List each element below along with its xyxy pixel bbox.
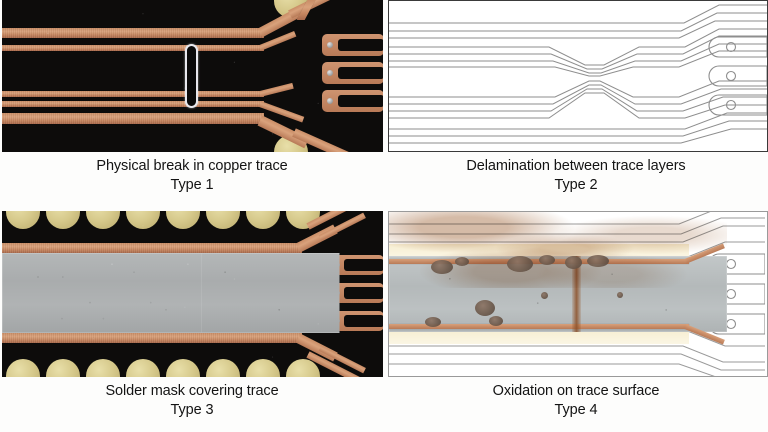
gold-pad <box>285 359 320 377</box>
gold-pad <box>165 211 200 229</box>
substrate-band <box>388 244 689 258</box>
panel-3-image <box>1 211 383 377</box>
oxide-blob <box>586 255 609 267</box>
pcb-photo-solder-mask <box>1 211 383 377</box>
oxide-blob <box>424 317 441 327</box>
delamination-svg <box>388 4 767 144</box>
oxidized-trace-region <box>388 256 727 332</box>
copper-trace <box>1 333 302 343</box>
panel-2-caption: Delamination between trace layers Type 2 <box>384 152 768 195</box>
copper-trace <box>1 101 264 107</box>
solder-mask-region-step <box>1 253 202 333</box>
oxide-blob <box>454 257 469 266</box>
gold-pad <box>125 211 160 229</box>
gold-pad <box>245 211 280 229</box>
panel-4-caption: Oxidation on trace surface Type 4 <box>384 377 768 420</box>
oxide-blob <box>506 256 533 272</box>
substrate-band <box>388 330 689 344</box>
panel-1-caption: Physical break in copper trace Type 1 <box>0 152 384 195</box>
copper-trace-diagonal <box>258 82 294 97</box>
copper-trace <box>388 324 689 329</box>
panel-delamination: Delamination between trace layers Type 2 <box>384 0 768 211</box>
gold-pad <box>5 211 40 229</box>
copper-trace <box>1 45 264 51</box>
connector-slot <box>343 259 383 271</box>
via-hole <box>326 98 333 104</box>
connector-slot <box>343 315 383 327</box>
gold-pad <box>165 359 200 377</box>
gold-pad <box>205 211 240 229</box>
copper-trace <box>1 91 264 97</box>
panel-2-caption-text: Delamination between trace layers <box>466 158 686 174</box>
panel-2-image <box>387 0 768 152</box>
oxide-blob <box>474 300 495 316</box>
connector-slot <box>337 95 383 107</box>
pcb-lineart-drawing <box>388 1 767 151</box>
pcb-oxidation-drawing <box>388 212 767 376</box>
oxide-blob <box>616 292 623 298</box>
gold-pad <box>5 359 40 377</box>
gold-pad <box>205 359 240 377</box>
oxide-blob <box>488 316 503 326</box>
gold-pad <box>85 359 120 377</box>
oxide-blob <box>540 292 548 299</box>
gold-pad <box>245 359 280 377</box>
panel-1-caption-text: Physical break in copper trace <box>96 158 288 174</box>
connector-slot <box>343 287 383 299</box>
connector-slot <box>337 67 383 79</box>
panel-solder-mask: Solder mask covering trace Type 3 <box>0 211 384 432</box>
panel-3-caption: Solder mask covering trace Type 3 <box>0 377 384 420</box>
via-hole <box>326 70 333 76</box>
panel-oxidation: Oxidation on trace surface Type 4 <box>384 211 768 432</box>
gold-pad <box>45 211 80 229</box>
copper-trace <box>1 113 264 124</box>
panel-4-caption-text: Oxidation on trace surface <box>492 383 660 399</box>
panel-4-type-label: Type 4 <box>554 402 598 418</box>
gold-pad <box>85 211 120 229</box>
gold-pad <box>125 359 160 377</box>
panel-4-image <box>387 211 768 377</box>
oxidation-seam <box>571 256 581 332</box>
gold-pad <box>45 359 80 377</box>
oxide-blob <box>430 260 453 274</box>
panel-physical-break: Physical break in copper trace Type 1 <box>0 0 384 211</box>
oxide-blob <box>538 255 555 265</box>
via-hole <box>326 42 333 48</box>
panel-2-type-label: Type 2 <box>554 177 598 193</box>
panel-3-type-label: Type 3 <box>170 402 214 418</box>
oxide-blob <box>564 256 582 269</box>
copper-trace <box>1 28 264 38</box>
connector-slot <box>337 39 383 51</box>
panel-1-type-label: Type 1 <box>170 177 214 193</box>
panel-1-image <box>1 0 383 152</box>
pcb-photo-dark-substrate <box>1 0 383 152</box>
break-defect-marker <box>184 44 198 108</box>
panel-3-caption-text: Solder mask covering trace <box>105 383 279 399</box>
copper-trace <box>1 243 302 253</box>
